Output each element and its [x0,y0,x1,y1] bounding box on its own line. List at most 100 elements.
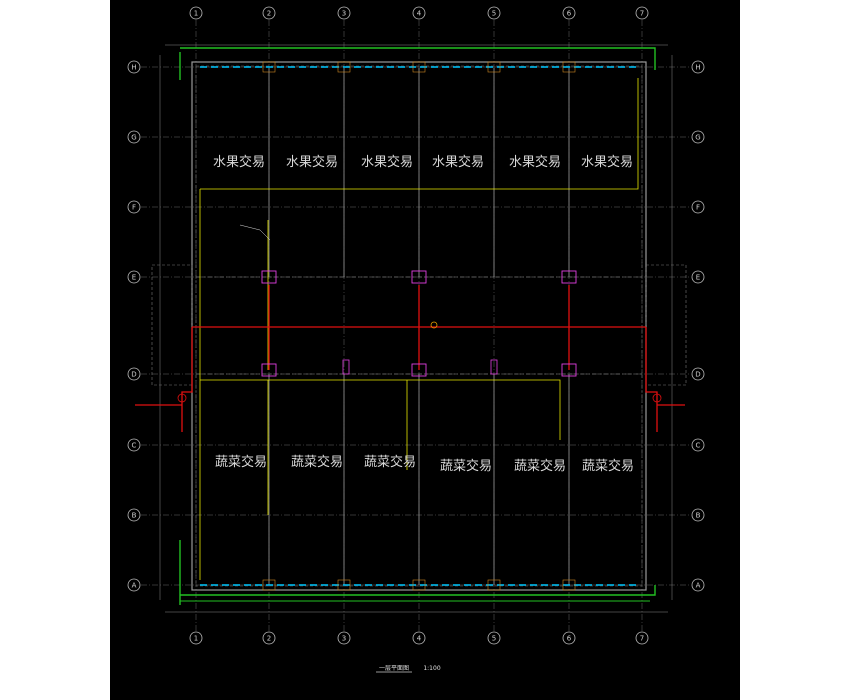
hydrant-box-upper [261,270,277,284]
axis-label-left-D: D [131,371,136,379]
axis-bubble [635,631,649,645]
fixture-bottom [562,579,576,591]
room-labels-lower: 蔬菜交易 蔬菜交易 蔬菜交易 蔬菜交易 蔬菜交易 蔬菜交易 [215,454,634,474]
axis-bubble [262,6,276,20]
axis-label-bottom-7: 7 [640,635,644,643]
room-label-fruit-2: 水果交易 [286,154,338,170]
axis-bubble [691,438,705,452]
axis-bubble [691,200,705,214]
axis-label-left-C: C [132,442,137,450]
room-labels-upper: 水果交易 水果交易 水果交易 水果交易 水果交易 水果交易 [213,154,633,170]
side-bay-right [645,264,687,386]
axis-bubble [691,367,705,381]
room-label-fruit-5: 水果交易 [509,154,561,170]
row-axis-right: H G F E D C B A [691,60,705,592]
axis-label-bottom-3: 3 [342,635,346,643]
fire-main-left-drop [181,327,193,432]
axis-bubble [691,508,705,522]
cad-canvas: 1 2 3 4 5 6 7 1 2 3 [110,0,740,700]
axis-label-bottom-1: 1 [194,635,198,643]
axis-label-right-F: F [696,204,700,212]
axis-bubble [127,60,141,74]
room-label-veg-4: 蔬菜交易 [440,458,492,474]
axis-bubble [127,438,141,452]
axis-label-left-E: E [132,274,136,282]
hydrant-box-upper [561,270,577,284]
hydrant-box-lower [411,363,427,377]
drawing-scale: 1:100 [423,665,440,672]
interior-wall-line [195,65,643,587]
axis-bubble [691,270,705,284]
floor-plan-drawing: 1 2 3 4 5 6 7 1 2 3 [127,6,705,673]
axis-label-top-7: 7 [640,10,644,18]
fixture-bottom [337,579,351,591]
green-pipe-top [180,47,656,70]
axis-bubble [487,631,501,645]
room-label-veg-6: 蔬菜交易 [582,458,634,474]
axis-label-right-B: B [696,512,701,520]
axis-label-right-G: G [695,134,700,142]
axis-label-top-5: 5 [492,10,496,18]
leader-line [239,224,271,241]
axis-bubble [189,631,203,645]
riser-marker [490,359,498,375]
axis-bubble [635,6,649,20]
axis-label-bottom-6: 6 [567,635,572,643]
axis-bubble [127,508,141,522]
fixture-bottom [412,579,426,591]
axis-bubble [127,578,141,592]
room-label-veg-2: 蔬菜交易 [291,454,343,470]
drawing-title: 一层平面图 [379,665,409,672]
axis-label-bottom-5: 5 [492,635,496,643]
axis-bubble [127,270,141,284]
pipe-network [135,47,685,605]
fixture-top [412,61,426,73]
axis-label-left-H: H [131,64,136,72]
fixture-top [337,61,351,73]
room-label-veg-5: 蔬菜交易 [514,458,566,474]
room-label-veg-1: 蔬菜交易 [215,454,267,470]
axis-label-bottom-4: 4 [417,635,422,643]
axis-label-top-1: 1 [194,10,198,18]
axis-bubble [337,6,351,20]
axis-bubble [691,130,705,144]
fire-main-right-drop [645,327,658,432]
column-axis-bottom: 1 2 3 4 5 6 7 [189,631,649,645]
room-label-fruit-1: 水果交易 [213,154,265,170]
fixture-top [562,61,576,73]
room-label-fruit-3: 水果交易 [361,154,413,170]
axis-bubble [412,631,426,645]
fixture-bottom [487,579,501,591]
room-label-fruit-6: 水果交易 [581,154,633,170]
axis-label-top-4: 4 [417,10,422,18]
axis-label-top-6: 6 [567,10,572,18]
axis-bubble [262,631,276,645]
axis-bubble [562,631,576,645]
riser-marker [342,359,350,375]
fixture-top [262,61,276,73]
axis-bubble [127,200,141,214]
drawing-title-block: 一层平面图 1:100 [376,665,441,673]
supply-line-upper [200,78,639,190]
inlet-symbol-left [177,393,187,403]
axis-label-right-D: D [695,371,700,379]
fixture-top [487,61,501,73]
hydrant-box-upper [411,270,427,284]
axis-label-bottom-2: 2 [267,635,271,643]
room-label-veg-3: 蔬菜交易 [364,454,416,470]
supply-line-lower [200,379,561,440]
axis-label-right-A: A [696,582,701,590]
axis-label-left-G: G [131,134,136,142]
axis-bubble [562,6,576,20]
side-bay-left [151,264,193,386]
axis-bubble [127,130,141,144]
axis-label-top-2: 2 [267,10,271,18]
row-axis-left: H G F E D C B A [127,60,141,592]
axis-bubble [691,60,705,74]
hydrant-box-lower [561,363,577,377]
axis-bubble [189,6,203,20]
axis-label-left-B: B [132,512,137,520]
fixture-bottom [262,579,276,591]
axis-label-left-F: F [132,204,136,212]
